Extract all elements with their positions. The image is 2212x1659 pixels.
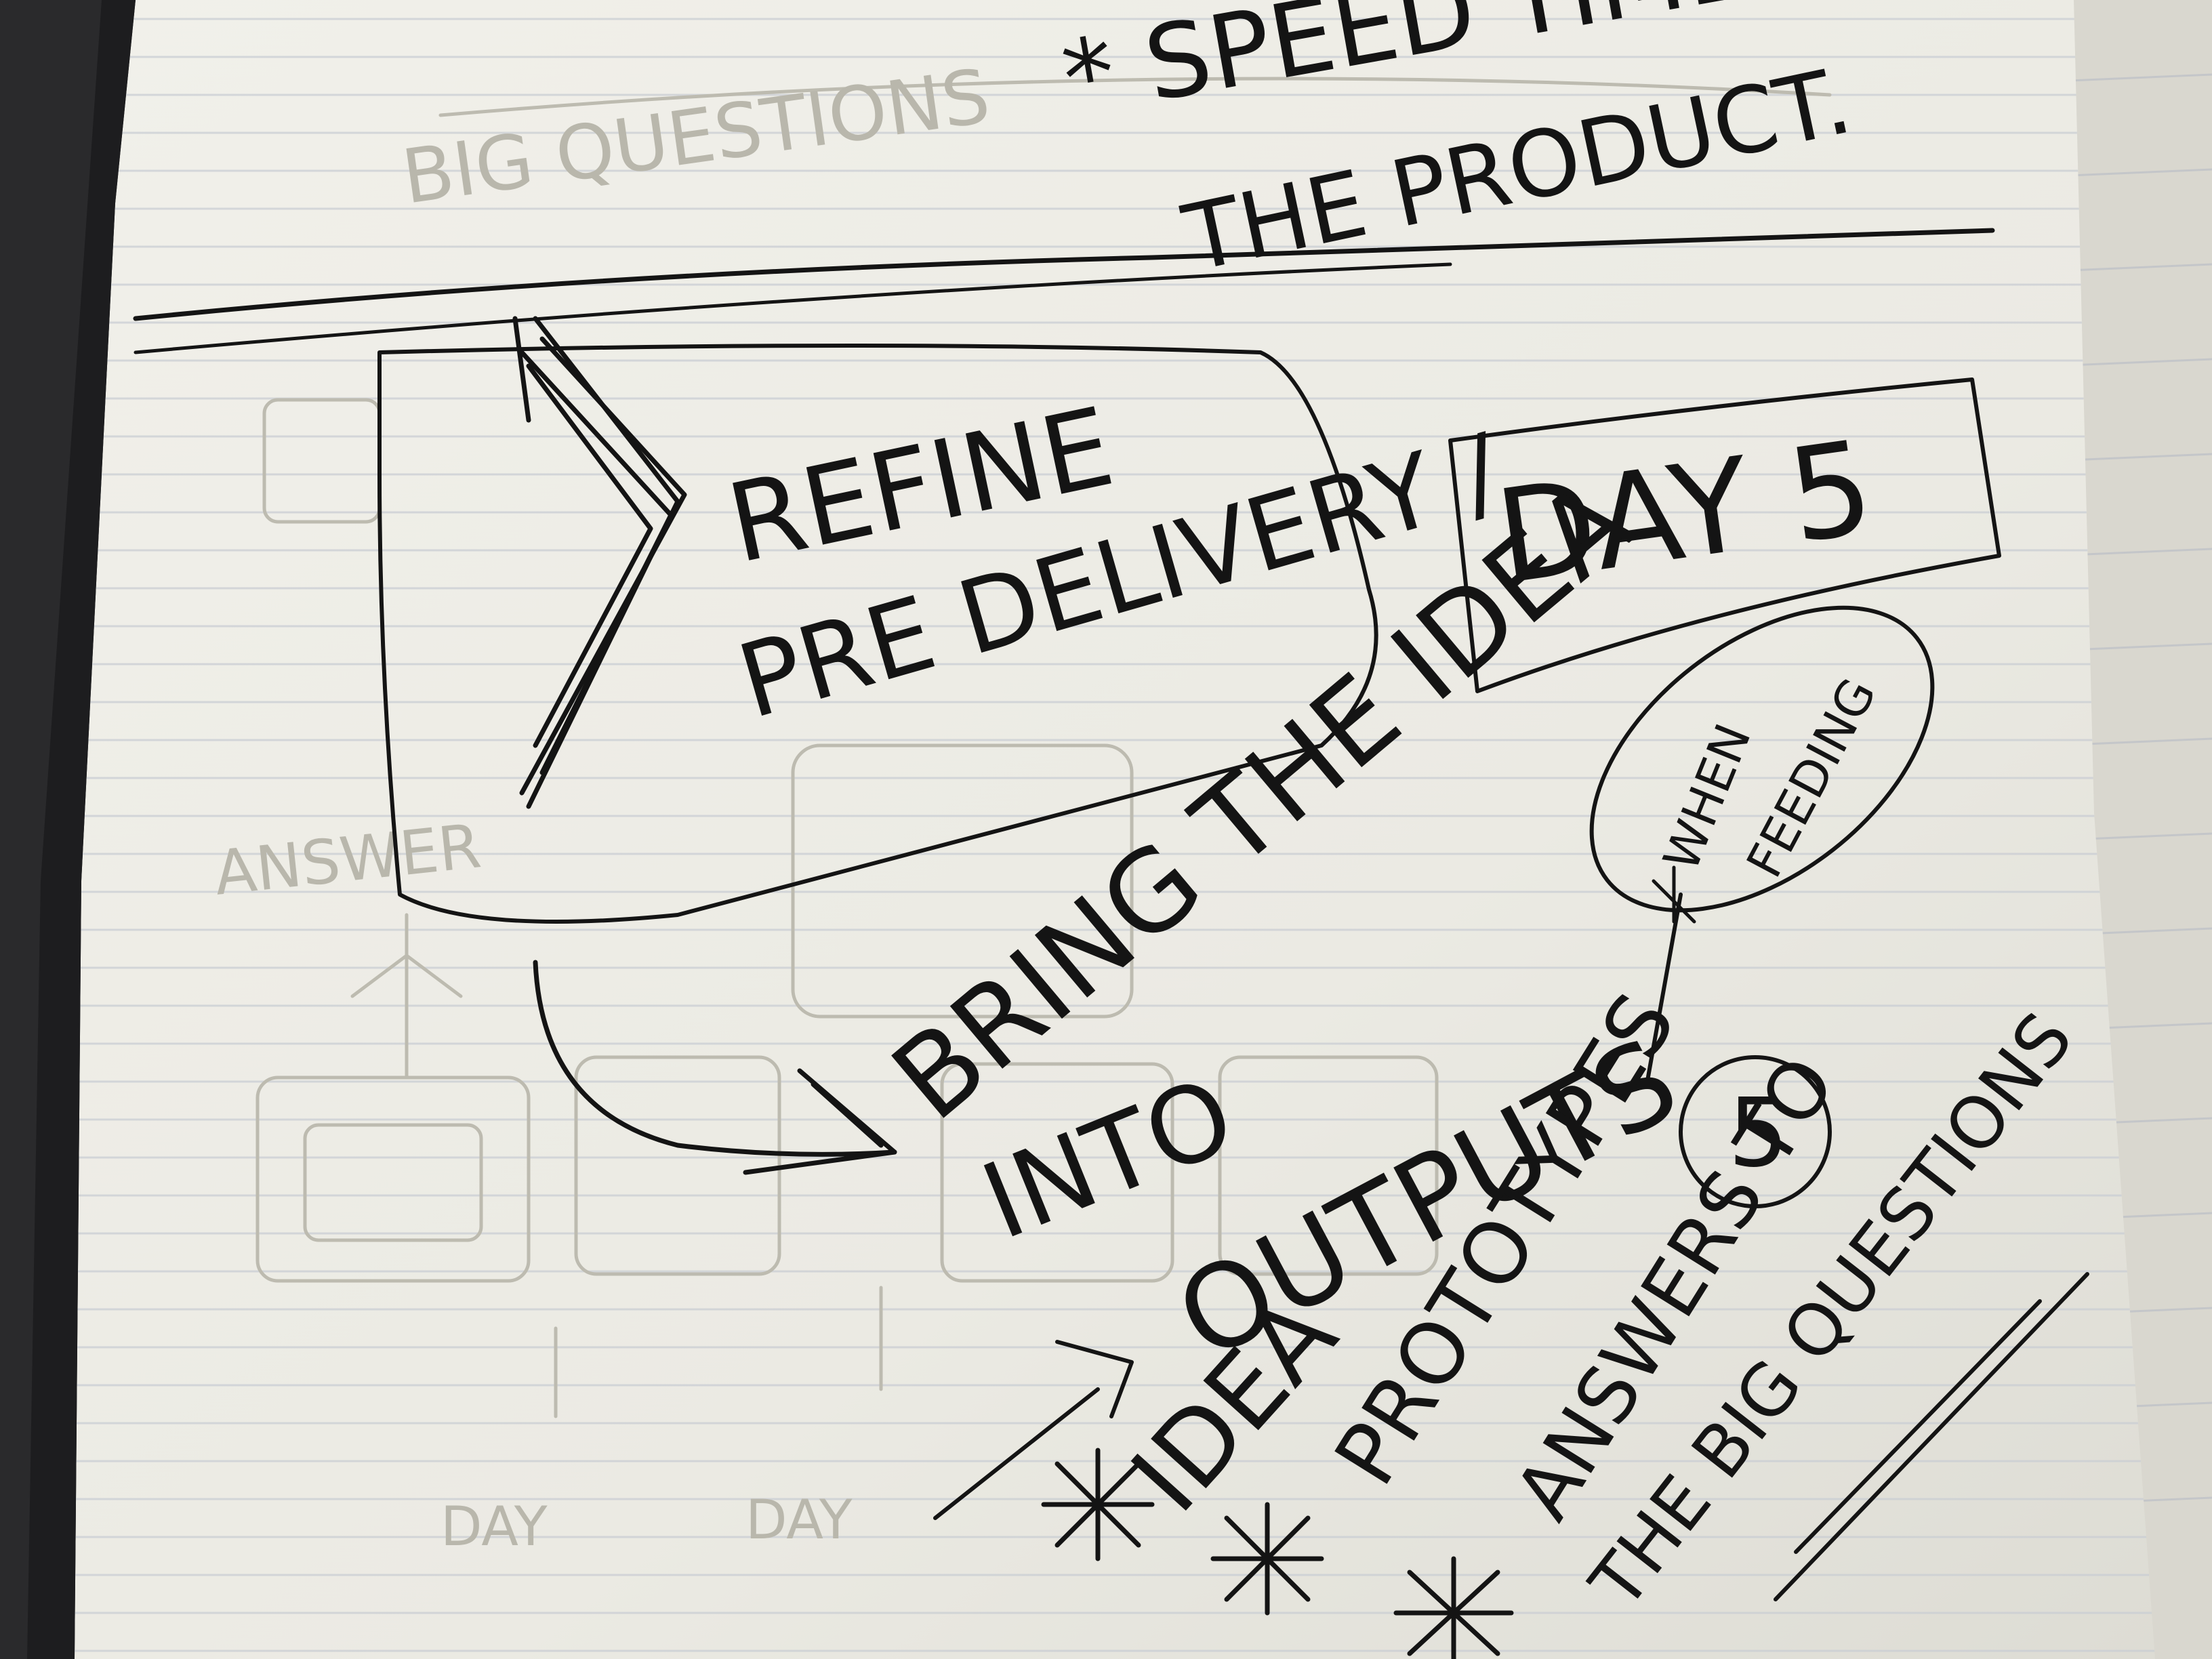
count-circle bbox=[1679, 1055, 1832, 1208]
bleed-through-text: DAY bbox=[441, 1495, 548, 1558]
bullet-2-count: 5 bbox=[1728, 1078, 1788, 1189]
closing-line bbox=[1774, 1272, 2089, 1601]
chevron-arrow-icon bbox=[512, 316, 687, 809]
bullet-asterisk-icon bbox=[1210, 1502, 1324, 1616]
left-box bbox=[377, 344, 1378, 924]
oval bbox=[1589, 605, 1935, 913]
bullet-asterisk-icon bbox=[1041, 1448, 1155, 1561]
right-box bbox=[1448, 377, 2001, 693]
connector-line bbox=[1645, 893, 1683, 1086]
divider-line bbox=[134, 262, 1452, 354]
outputs-arrow-icon bbox=[933, 1340, 1134, 1520]
curved-arrow-icon bbox=[533, 960, 897, 1157]
curved-arrow-head bbox=[743, 1068, 897, 1175]
bleed-through-text: DAY bbox=[745, 1488, 853, 1551]
page-shadow bbox=[27, 0, 136, 1659]
closing-line bbox=[1794, 1299, 2042, 1554]
bullet-asterisk-icon bbox=[1393, 1556, 1514, 1659]
divider-line bbox=[133, 228, 1995, 321]
connector-mark bbox=[1652, 865, 1696, 924]
